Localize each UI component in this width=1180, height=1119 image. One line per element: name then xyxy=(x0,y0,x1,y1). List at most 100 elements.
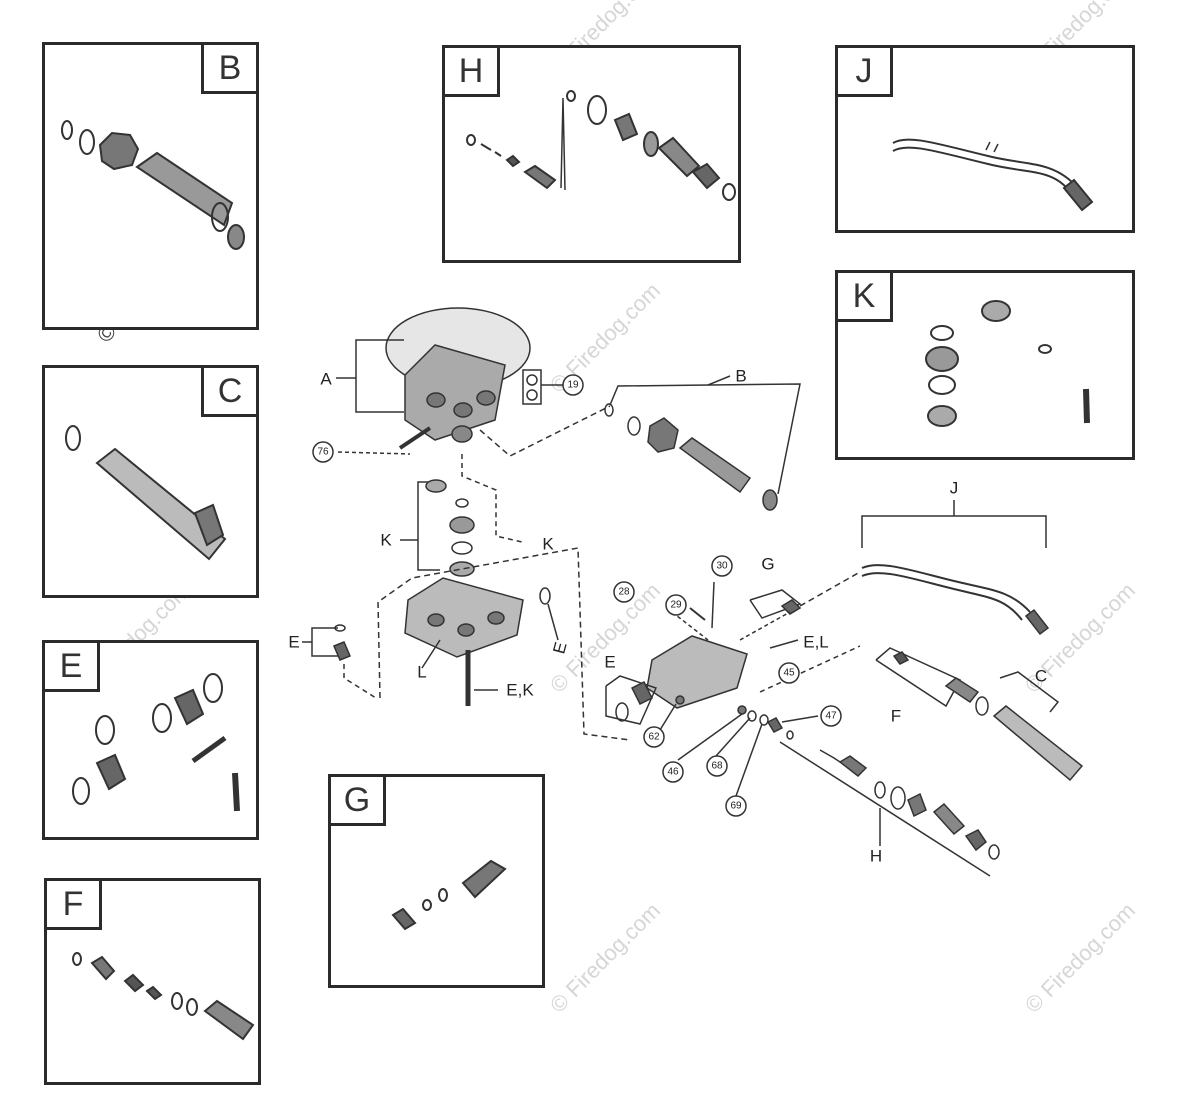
bracket-a xyxy=(355,339,404,413)
screw-icon xyxy=(398,426,432,450)
bolt-icon xyxy=(1083,388,1090,424)
panel-label-c: C xyxy=(201,365,259,417)
seal-icon xyxy=(613,112,639,142)
bracket-k xyxy=(417,481,440,571)
panel-f: F xyxy=(44,878,261,1085)
callout-29: 29 xyxy=(670,600,682,611)
valve-plug-icon xyxy=(333,641,351,661)
group-label-g: G xyxy=(761,555,774,574)
bolt-icon xyxy=(191,735,227,764)
o-ring-icon xyxy=(65,425,81,451)
washer-icon xyxy=(627,416,641,436)
panel-h: H xyxy=(442,45,741,263)
pump-body-icon xyxy=(404,344,506,441)
group-label-b: B xyxy=(735,367,746,386)
o-ring-icon xyxy=(604,403,614,417)
o-ring-icon xyxy=(72,952,82,966)
spring-icon xyxy=(480,143,502,157)
port-icon xyxy=(427,613,445,627)
hose-icon xyxy=(861,564,1031,613)
port-icon xyxy=(457,623,475,637)
washer-icon xyxy=(1038,344,1052,354)
screen-icon xyxy=(762,489,778,511)
hose-fitting-icon xyxy=(1062,178,1094,212)
callout-19: 19 xyxy=(567,380,579,391)
o-ring-icon xyxy=(455,498,469,508)
group-label-e-left: E xyxy=(288,633,299,652)
seal-icon xyxy=(425,479,447,493)
o-ring-icon xyxy=(334,624,346,632)
group-label-j: J xyxy=(950,479,959,498)
manifold-icon xyxy=(404,577,524,658)
port-icon xyxy=(476,390,496,406)
seal-icon xyxy=(907,792,927,818)
o-ring-icon xyxy=(466,134,476,146)
screw-icon xyxy=(337,451,411,455)
panel-k-parts xyxy=(925,300,1090,427)
o-ring-icon xyxy=(874,781,886,799)
seal-icon xyxy=(449,516,475,534)
panel-g: G xyxy=(328,774,545,988)
ball-icon xyxy=(422,899,432,911)
group-label-ek: E,K xyxy=(506,681,534,700)
panel-h-parts xyxy=(466,90,736,201)
screen-icon xyxy=(227,224,245,250)
o-ring-icon xyxy=(186,998,198,1016)
stem-icon xyxy=(838,755,868,777)
valve-body-icon xyxy=(203,999,255,1041)
seal-icon xyxy=(449,561,475,577)
callout-62: 62 xyxy=(648,732,660,743)
panel-c-parts xyxy=(65,425,227,561)
washer-icon xyxy=(988,844,1000,860)
panel-j: J xyxy=(835,45,1135,233)
o-ring-icon xyxy=(566,90,576,102)
o-ring-icon xyxy=(928,375,956,395)
group-label-f: F xyxy=(891,707,901,726)
group-label-k-left: K xyxy=(380,531,392,550)
group-label-k-right: K xyxy=(542,535,554,554)
o-ring-icon xyxy=(786,730,794,740)
bracket-g xyxy=(749,589,802,619)
o-ring-icon xyxy=(203,673,223,703)
panel-k: K xyxy=(835,270,1135,460)
group-label-h: H xyxy=(870,847,882,866)
cap-icon xyxy=(964,829,988,852)
panel-j-parts xyxy=(892,138,1094,212)
valve-body-icon xyxy=(944,677,980,704)
panel-label-h: H xyxy=(442,45,500,97)
spring-icon xyxy=(932,802,966,836)
port-icon xyxy=(487,611,505,625)
unloader-icon xyxy=(646,635,748,709)
fitting-icon xyxy=(90,955,116,981)
panel-label-f: F xyxy=(44,878,102,930)
port-icon xyxy=(426,392,446,408)
spring-icon xyxy=(892,651,910,665)
group-label-a: A xyxy=(320,370,332,389)
group-label-l: L xyxy=(417,663,426,682)
bracket-f xyxy=(875,647,962,708)
o-ring-icon xyxy=(930,325,954,341)
seat-icon xyxy=(145,985,163,1001)
callout-28: 28 xyxy=(618,587,630,598)
panel-label-e: E xyxy=(42,640,100,692)
o-ring-icon xyxy=(890,786,906,810)
coupler-icon xyxy=(992,705,1084,782)
group-label-el: E,L xyxy=(803,633,829,652)
panel-b: B xyxy=(42,42,259,330)
seal-icon xyxy=(981,300,1011,322)
o-ring-icon xyxy=(587,95,607,125)
o-ring-icon xyxy=(171,992,183,1010)
spring-icon xyxy=(657,136,701,178)
callout-68: 68 xyxy=(711,761,723,772)
screen-icon xyxy=(391,907,417,931)
callout-45: 45 xyxy=(783,668,795,679)
filter-cap-icon xyxy=(211,202,229,232)
o-ring-icon xyxy=(975,696,989,716)
washer-icon xyxy=(722,183,736,201)
seal-icon xyxy=(927,405,957,427)
bracket-e-right xyxy=(605,675,658,725)
washer-icon xyxy=(79,129,95,155)
cap-icon xyxy=(691,162,721,190)
o-ring-icon xyxy=(61,120,73,140)
valve-plug-icon xyxy=(95,753,127,791)
